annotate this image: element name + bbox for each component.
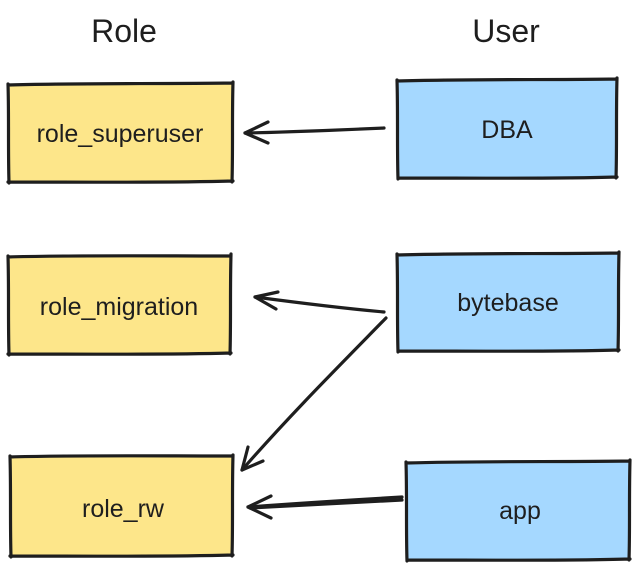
user-box-fill <box>398 80 616 178</box>
role-box-outline <box>6 80 235 185</box>
user-box-bytebase[interactable]: bytebase <box>395 250 621 354</box>
arrow-line-double <box>248 498 404 510</box>
user-label: app <box>499 497 541 525</box>
user-box-outline <box>404 458 632 563</box>
role-column-title: Role <box>91 13 157 49</box>
role-label: role_migration <box>40 293 198 321</box>
arrow-line <box>240 316 388 472</box>
role-box-role-superuser[interactable]: role_superuser <box>6 80 235 185</box>
role-label: role_rw <box>82 495 165 523</box>
role-box-outline <box>6 252 233 357</box>
arrow-head <box>253 290 280 311</box>
arrow-line <box>253 295 386 314</box>
role-box-fill <box>10 456 232 556</box>
role-box-role-migration[interactable]: role_migration <box>6 252 233 357</box>
arrow-bytebase-to-role-migration <box>253 290 386 314</box>
user-box-app[interactable]: app <box>404 458 632 563</box>
user-column-title: User <box>472 13 540 49</box>
user-label: bytebase <box>457 289 558 317</box>
user-label: DBA <box>481 116 533 144</box>
user-box-dba[interactable]: DBA <box>395 76 619 181</box>
user-box-fill <box>398 254 618 351</box>
role-box-outline <box>8 453 235 559</box>
role-box-fill <box>8 256 230 354</box>
role-label: role_superuser <box>37 120 204 148</box>
user-box-outline <box>395 76 619 181</box>
arrow-head <box>240 445 265 472</box>
arrow-line <box>243 126 386 135</box>
user-box-outline <box>395 250 621 354</box>
role-box-fill <box>8 84 233 182</box>
arrow-dba-to-role-superuser <box>243 120 386 145</box>
arrow-head <box>246 494 273 520</box>
arrow-head <box>243 120 270 145</box>
arrow-bytebase-to-role-rw <box>240 316 388 472</box>
user-box-fill <box>407 462 629 560</box>
role-box-role-rw[interactable]: role_rw <box>8 453 235 559</box>
arrow-app-to-role-rw <box>246 494 404 520</box>
